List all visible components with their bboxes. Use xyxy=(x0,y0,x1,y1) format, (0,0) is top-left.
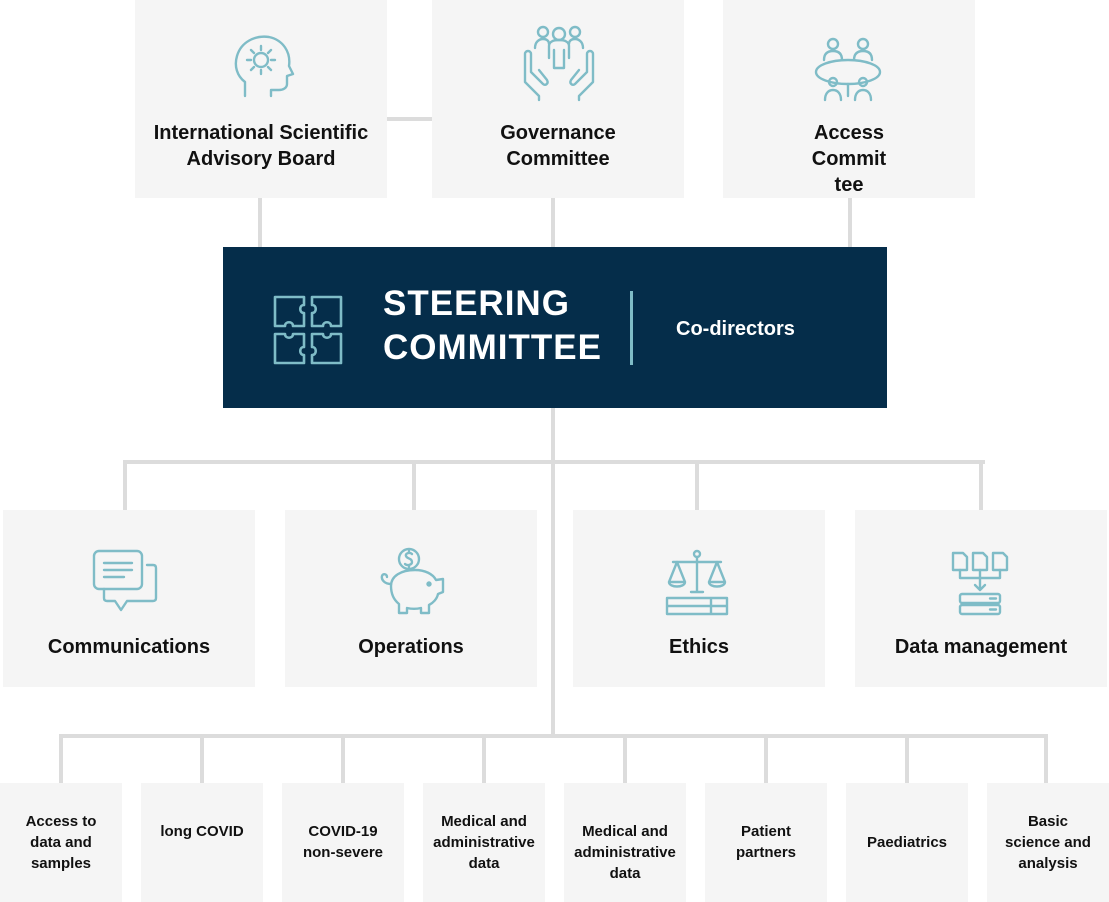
bottom-label-2-line-1: long COVID xyxy=(160,823,244,840)
bottom-label-5-line-2: administrative xyxy=(574,844,676,861)
box-ethics: Ethics xyxy=(573,510,825,687)
connector-board-governance xyxy=(387,117,432,121)
bottom-label-3-line-2: non-severe xyxy=(302,844,384,861)
connector-data-management xyxy=(979,460,983,510)
bottom-label-6: Patient partners xyxy=(705,821,827,863)
connector-bottom-6 xyxy=(764,734,768,783)
piggy-bank-icon xyxy=(377,546,449,618)
governance-label: Governance Committee xyxy=(432,120,684,172)
bottom-label-3: COVID-19 non-severe xyxy=(299,821,387,863)
connector-bottom-horizontal xyxy=(59,734,1048,738)
access-label-line-2: Commit xyxy=(811,148,887,170)
bottom-label-5-line-3: data xyxy=(609,865,641,882)
operations-label: Operations xyxy=(358,636,464,658)
connector-bottom-1 xyxy=(59,734,63,783)
access-label-line-1: Access xyxy=(813,122,885,144)
box-paediatrics: Paediatrics xyxy=(846,783,968,902)
hands-people-icon xyxy=(521,24,597,102)
connector-bottom-4 xyxy=(482,734,486,783)
connector-bottom-2 xyxy=(200,734,204,783)
box-long-covid: long COVID xyxy=(141,783,263,902)
bottom-label-4-line-1: Medical and xyxy=(441,813,527,830)
bottom-label-8-line-3: analysis xyxy=(1018,855,1078,872)
board-label-line-2: Advisory Board xyxy=(186,148,336,170)
box-international-scientific-advisory-board: International Scientific Advisory Board xyxy=(135,0,387,198)
ethics-label: Ethics xyxy=(668,636,730,658)
box-patient-partners: Patient partners xyxy=(705,783,827,902)
box-governance-committee: Governance Committee xyxy=(432,0,684,198)
scales-book-icon xyxy=(665,548,729,616)
bottom-label-3-line-1: COVID-19 xyxy=(308,823,378,840)
box-operations: Operations xyxy=(285,510,537,687)
bottom-label-8-line-1: Basic xyxy=(1027,813,1068,830)
connector-middle-horizontal xyxy=(123,460,985,464)
bottom-label-1: Access to data and samples xyxy=(22,811,101,874)
access-label: Access Commit tee xyxy=(723,120,975,198)
connector-operations xyxy=(412,460,416,510)
bottom-label-8: Basic science and analysis xyxy=(1001,811,1095,874)
governance-label-line-2: Committee xyxy=(506,148,610,170)
bottom-label-8-line-2: science and xyxy=(1005,834,1091,851)
box-medical-administrative-data-1: Medical and administrative data xyxy=(423,783,545,902)
meeting-table-icon xyxy=(813,36,883,102)
bottom-label-4: Medical and administrative data xyxy=(429,811,539,874)
connector-access-steering xyxy=(848,198,852,247)
bottom-label-4-line-2: administrative xyxy=(433,834,535,851)
steering-title-line-1: STEERING xyxy=(383,284,570,323)
data-management-label: Data management xyxy=(894,636,1068,658)
communications-label: Communications xyxy=(47,636,211,658)
connector-governance-steering xyxy=(551,198,555,247)
box-communications: Communications xyxy=(3,510,255,687)
connector-bottom-7 xyxy=(905,734,909,783)
board-label: International Scientific Advisory Board xyxy=(135,120,387,172)
puzzle-icon xyxy=(271,293,345,367)
connector-board-steering xyxy=(258,198,262,247)
bottom-label-5-line-1: Medical and xyxy=(582,823,668,840)
connector-bottom-8 xyxy=(1044,734,1048,783)
connector-ethics xyxy=(695,460,699,510)
connector-bottom-5 xyxy=(623,734,627,783)
steering-subtitle: Co-directors xyxy=(676,318,795,340)
head-gear-icon xyxy=(231,32,295,100)
connector-communications xyxy=(123,460,127,510)
bottom-label-7: Paediatrics xyxy=(863,832,951,853)
steering-title: STEERING COMMITTEE xyxy=(383,285,602,367)
connector-bottom-3 xyxy=(341,734,345,783)
bottom-label-5: Medical and administrative data xyxy=(570,821,680,884)
box-access-committee: Access Commit tee xyxy=(723,0,975,198)
box-basic-science-and-analysis: Basic science and analysis xyxy=(987,783,1109,902)
bottom-label-2: long COVID xyxy=(156,821,247,842)
bottom-label-1-line-2: data and xyxy=(30,834,92,851)
box-access-to-data-and-samples: Access to data and samples xyxy=(0,783,122,902)
steering-divider xyxy=(630,291,633,365)
bottom-label-1-line-3: samples xyxy=(30,855,92,872)
bottom-label-7-line-1: Paediatrics xyxy=(866,834,948,851)
box-data-management: Data management xyxy=(855,510,1107,687)
steering-committee-box: STEERING COMMITTEE Co-directors xyxy=(223,247,887,408)
governance-label-line-1: Governance xyxy=(500,122,616,144)
access-label-line-3: tee xyxy=(834,174,864,196)
steering-title-line-2: COMMITTEE xyxy=(383,328,602,367)
box-covid-19-non-severe: COVID-19 non-severe xyxy=(282,783,404,902)
box-medical-administrative-data-2: Medical and administrative data xyxy=(564,783,686,902)
documents-database-icon xyxy=(950,550,1012,616)
bottom-label-1-line-1: Access to xyxy=(25,813,97,830)
bottom-label-6-line-1: Patient partners xyxy=(735,823,797,861)
bottom-label-4-line-3: data xyxy=(468,855,500,872)
chat-bubbles-icon xyxy=(91,548,159,614)
board-label-line-1: International Scientific xyxy=(153,122,369,144)
connector-steering-trunk xyxy=(551,408,555,738)
